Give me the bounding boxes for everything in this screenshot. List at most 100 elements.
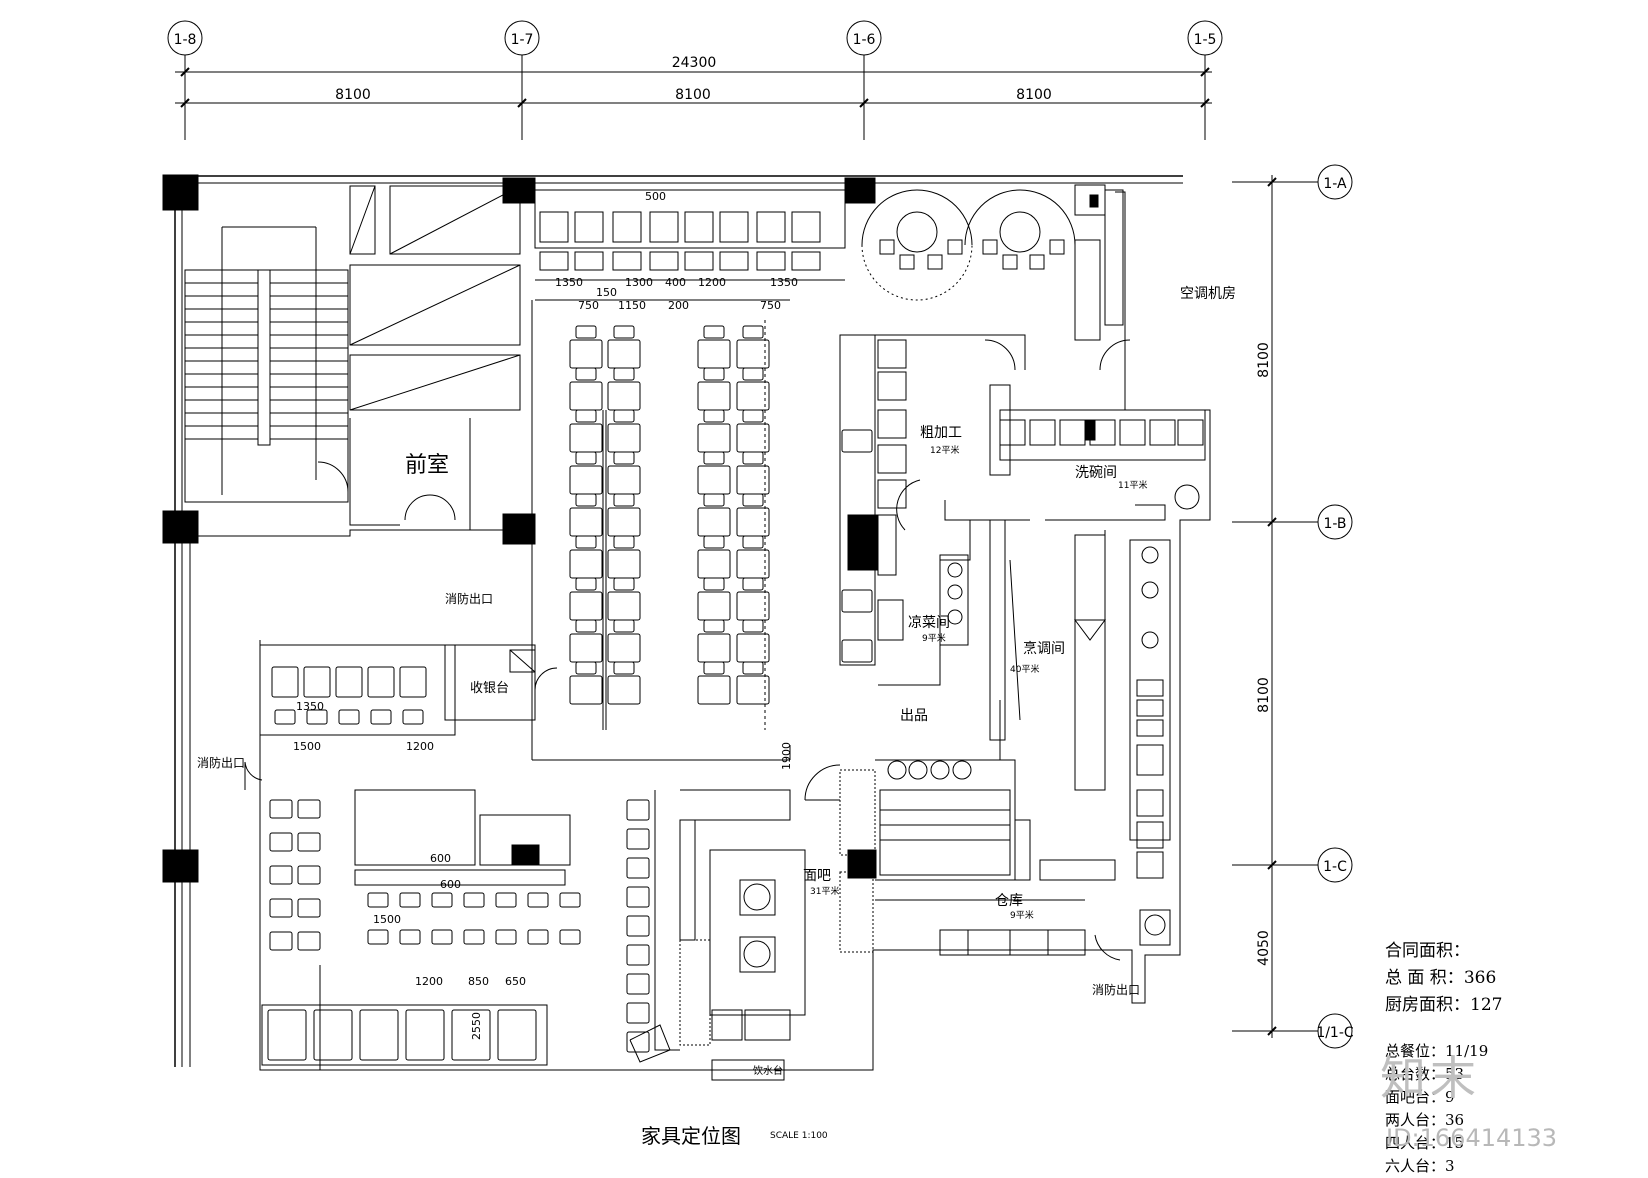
tables-value: 53 xyxy=(1445,1065,1465,1083)
overall-dimension: 24300 xyxy=(672,55,717,71)
axis-label-col-3: 1-6 xyxy=(853,32,876,48)
axis-label-col-1: 1-8 xyxy=(174,32,197,48)
bar-stool xyxy=(495,892,517,908)
booth-table xyxy=(399,666,427,698)
chair xyxy=(841,639,873,663)
chair xyxy=(575,409,597,423)
dining-table xyxy=(607,549,641,579)
axis-bubble-1-8 xyxy=(167,20,203,56)
dining-table xyxy=(569,549,603,579)
dining-table xyxy=(736,549,770,579)
kitchen-area-value: 127 xyxy=(1470,995,1503,1015)
dim-label: 1900 xyxy=(780,742,793,770)
total-area-row: 总 面 积：366 xyxy=(1385,965,1502,992)
bar-tables-row: 面吧台：9 xyxy=(1385,1086,1488,1109)
bar-stool xyxy=(626,915,650,937)
chair xyxy=(703,661,725,675)
chair xyxy=(269,898,293,918)
dining-table xyxy=(569,591,603,621)
bar-stool xyxy=(626,944,650,966)
tables-row: 总台数：53 xyxy=(1385,1063,1488,1086)
room-area: 40平米 xyxy=(1010,663,1039,675)
room-label-cashier: 收银台 xyxy=(470,681,509,696)
chair xyxy=(703,409,725,423)
chair xyxy=(613,367,635,381)
chair xyxy=(575,325,597,339)
dining-table xyxy=(607,633,641,663)
booth xyxy=(451,1009,491,1061)
booth xyxy=(497,1009,537,1061)
chair xyxy=(297,832,321,852)
chair xyxy=(370,709,392,725)
booth-table xyxy=(335,666,363,698)
bar-stool xyxy=(431,892,453,908)
bar-stool xyxy=(626,1002,650,1024)
dining-table xyxy=(607,381,641,411)
bar-stool xyxy=(626,799,650,821)
dim-label: 500 xyxy=(645,190,666,203)
booth xyxy=(267,1009,307,1061)
booth xyxy=(405,1009,445,1061)
bar-stool xyxy=(367,929,389,945)
chair xyxy=(575,577,597,591)
two-person-row: 两人台：36 xyxy=(1385,1109,1488,1132)
dim-label: 650 xyxy=(505,975,526,988)
chair xyxy=(575,661,597,675)
chair xyxy=(297,931,321,951)
six-person-label: 六人台： xyxy=(1385,1157,1446,1175)
dining-table xyxy=(607,465,641,495)
room-area: 11平米 xyxy=(1118,479,1147,491)
bar-stool xyxy=(399,929,421,945)
room-label-pass: 出品 xyxy=(900,708,928,724)
column-dimension: 8100 xyxy=(335,87,371,103)
room-label-anteroom: 前室 xyxy=(405,453,449,478)
two-person-value: 36 xyxy=(1445,1111,1465,1129)
four-person-row: 四人台：15 xyxy=(1385,1132,1488,1155)
chair xyxy=(274,709,296,725)
room-label-cold-dish: 凉菜间 xyxy=(908,615,950,631)
dim-label: 1350 xyxy=(555,276,583,289)
booth xyxy=(359,1009,399,1061)
row-dimension: 8100 xyxy=(1256,342,1272,378)
dining-table xyxy=(569,423,603,453)
dining-table xyxy=(736,675,770,705)
dining-table xyxy=(569,633,603,663)
dining-table xyxy=(697,339,731,369)
dining-table xyxy=(607,591,641,621)
dining-table xyxy=(697,591,731,621)
chair xyxy=(613,451,635,465)
chair xyxy=(742,325,764,339)
four-person-label: 四人台： xyxy=(1385,1134,1446,1152)
chair xyxy=(742,661,764,675)
dim-label: 1300 xyxy=(625,276,653,289)
chair xyxy=(703,451,725,465)
dining-table xyxy=(736,381,770,411)
dim-label: 750 xyxy=(760,299,781,312)
bar-stool xyxy=(626,828,650,850)
room-label-ac-room: 空调机房 xyxy=(1180,286,1236,302)
kitchen-area-row: 厨房面积：127 xyxy=(1385,992,1502,1019)
bar-stool xyxy=(559,929,581,945)
room-label-fire-exit: 消防出口 xyxy=(445,591,493,606)
dim-label: 750 xyxy=(578,299,599,312)
chair xyxy=(575,535,597,549)
dining-table xyxy=(697,549,731,579)
chair xyxy=(742,493,764,507)
chair xyxy=(297,898,321,918)
chair xyxy=(269,799,293,819)
bar-stool xyxy=(527,892,549,908)
bar-stool xyxy=(626,886,650,908)
kitchen-area-label: 厨房面积： xyxy=(1385,995,1470,1015)
dining-table xyxy=(569,381,603,411)
bar-stool xyxy=(559,892,581,908)
chair xyxy=(613,493,635,507)
four-person-value: 15 xyxy=(1445,1134,1465,1152)
room-label-fire-exit: 消防出口 xyxy=(197,755,245,770)
dining-table xyxy=(569,675,603,705)
chair xyxy=(703,577,725,591)
chair xyxy=(613,409,635,423)
dining-table xyxy=(607,507,641,537)
dim-label: 1150 xyxy=(618,299,646,312)
bar-stool xyxy=(463,892,485,908)
chair xyxy=(742,409,764,423)
